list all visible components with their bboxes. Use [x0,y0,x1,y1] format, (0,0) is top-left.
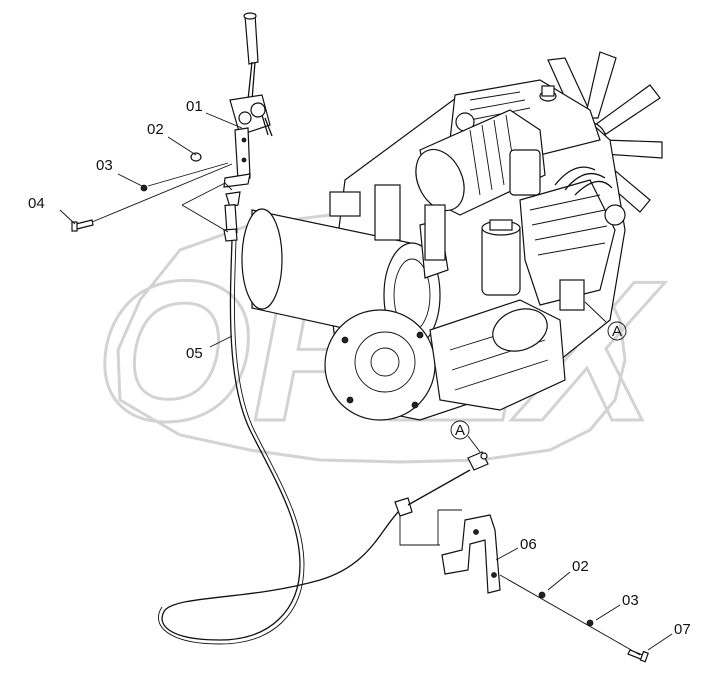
label-07: 07 [674,621,691,638]
label-01: 01 [186,98,203,115]
throttle-lever-assembly [223,12,273,188]
bolt-07 [627,649,649,663]
label-03-upper: 03 [96,157,113,174]
bolt-04 [71,219,94,232]
leader-lines [59,112,673,656]
air-cleaner [415,109,546,216]
label-05: 05 [186,345,203,362]
cable-bracket-06 [441,514,501,594]
label-02-lower: 02 [572,558,589,575]
engine-assembly [241,51,663,421]
watermark-gear-icon [116,213,627,464]
label-02-upper: 02 [147,121,164,138]
throttle-cable [157,191,489,645]
flywheel-housing [324,309,436,421]
connector-a-cable: A [450,420,470,440]
nut-03-upper [140,184,148,192]
washer-02-upper [190,152,202,162]
svg-text:A: A [612,323,622,340]
washer-02-lower [538,591,546,599]
label-06: 06 [520,536,537,553]
injection-pump [519,166,626,311]
connector-a-engine: A [607,321,627,341]
label-03-lower: 03 [622,592,639,609]
label-04: 04 [28,195,45,212]
svg-text:A: A [455,422,465,439]
fuel-filter [481,219,521,296]
